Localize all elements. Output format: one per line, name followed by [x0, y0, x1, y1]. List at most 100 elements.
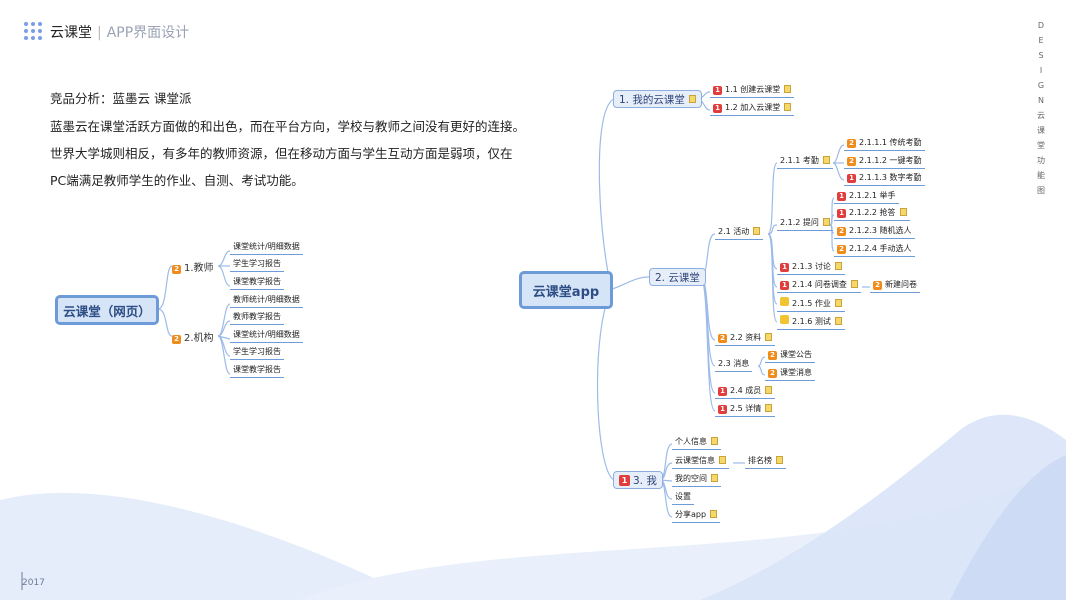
brand-separator: | — [97, 25, 102, 41]
app-my-node[interactable]: 1. 我的云课堂 — [613, 90, 702, 108]
priority-icon: 1 — [713, 104, 722, 113]
note-icon — [711, 437, 718, 445]
app-cloud-node[interactable]: 2. 云课堂 — [649, 268, 706, 286]
priority-icon: 1 — [718, 387, 727, 396]
leaf-label: 2.1 活动 — [718, 227, 750, 236]
leaf-label: 2.1.3 讨论 — [792, 262, 831, 271]
leaf-label: 2.1.2.1 举手 — [849, 191, 896, 200]
app-leaf[interactable]: 分享app — [672, 510, 721, 523]
priority-icon: 2 — [768, 351, 777, 360]
vertical-char: G — [1037, 81, 1045, 90]
priority-icon: 2 — [718, 334, 727, 343]
vertical-char: D — [1037, 21, 1045, 30]
app-me-label: 3. 我 — [633, 474, 657, 487]
web-leaf[interactable]: 课堂统计/明细数据 — [230, 242, 303, 255]
note-icon — [784, 85, 792, 93]
logo-icon — [24, 22, 42, 40]
note-icon — [850, 280, 858, 288]
vertical-label: D E S I G N 云 课 堂 功 能 图 — [1036, 18, 1046, 198]
web-leaf[interactable]: 学生学习报告 — [230, 259, 284, 272]
web-leaf[interactable]: 课堂教学报告 — [230, 365, 284, 378]
priority-icon: 2 — [873, 281, 882, 290]
app-leaf[interactable]: 2.1.5 作业 — [777, 297, 845, 312]
note-icon — [834, 299, 842, 307]
app-leaf[interactable]: 云课堂信息 — [672, 456, 729, 469]
app-leaf[interactable]: 我的空间 — [672, 474, 721, 487]
note-icon — [711, 474, 718, 482]
leaf-label: 分享app — [675, 510, 707, 519]
web-leaf[interactable]: 教师统计/明细数据 — [230, 295, 303, 308]
vertical-char: S — [1038, 51, 1044, 60]
leaf-label: 2.1.4 问卷调查 — [792, 280, 847, 289]
web-root-node[interactable]: 云课堂（网页） — [55, 295, 159, 325]
leaf-label: 2.1.1 考勤 — [780, 156, 819, 165]
web-leaf[interactable]: 学生学习报告 — [230, 347, 284, 360]
leaf-label: 2.1.1.1 传统考勤 — [859, 138, 922, 147]
priority-icon: 1 — [619, 474, 630, 486]
priority-icon: 2 — [172, 265, 181, 274]
note-icon — [822, 218, 830, 226]
app-my-label: 1. 我的云课堂 — [619, 93, 685, 106]
app-leaf[interactable]: 个人信息 — [672, 437, 721, 450]
app-leaf[interactable]: 2.1.6 测试 — [777, 315, 845, 330]
leaf-label: 课堂公告 — [780, 350, 812, 359]
leaf-label: 1.2 加入云课堂 — [725, 103, 781, 112]
web-leaf[interactable]: 课堂教学报告 — [230, 277, 284, 290]
app-message-node[interactable]: 2.3 消息 — [715, 359, 753, 372]
app-root-node[interactable]: 云课堂app — [519, 271, 613, 309]
note-icon — [753, 227, 761, 235]
vertical-char: 堂 — [1037, 141, 1045, 150]
note-icon — [899, 208, 907, 216]
leaf-label: 2.1.6 测试 — [792, 317, 831, 326]
note-icon — [822, 156, 830, 164]
intro-line-4: PC端满足教师学生的作业、自测、考试功能。 — [50, 173, 304, 188]
priority-icon: 1 — [837, 209, 846, 218]
vertical-char: N — [1038, 96, 1044, 105]
star-icon — [780, 297, 789, 306]
web-org-label: 2.机构 — [184, 333, 214, 344]
app-question-node[interactable]: 2.1.2 提问 — [777, 218, 833, 231]
app-leaf[interactable]: 设置 — [672, 492, 694, 505]
brand-title: 云课堂 — [50, 25, 92, 41]
note-icon — [719, 456, 726, 464]
footer-year: 2017 — [22, 578, 45, 588]
leaf-label: 2.2 资料 — [730, 333, 762, 342]
leaf-label: 2.1.5 作业 — [792, 299, 831, 308]
leaf-label: 2.1.1.2 一键考勤 — [859, 156, 922, 165]
priority-icon: 1 — [780, 281, 789, 290]
web-leaf[interactable]: 课堂统计/明细数据 — [230, 330, 303, 343]
leaf-label: 2.4 成员 — [730, 386, 762, 395]
leaf-label: 1.1 创建云课堂 — [725, 85, 781, 94]
leaf-label: 2.5 详情 — [730, 404, 762, 413]
web-leaf[interactable]: 教师教学报告 — [230, 312, 284, 325]
priority-icon: 2 — [768, 369, 777, 378]
leaf-label: 2.1.2.3 随机选人 — [849, 226, 912, 235]
app-activity-node[interactable]: 2.1 活动 — [715, 227, 764, 240]
vertical-char: E — [1038, 36, 1044, 45]
app-checkin-node[interactable]: 2.1.1 考勤 — [777, 156, 833, 169]
leaf-label: 设置 — [675, 492, 691, 501]
vertical-char: 功 — [1037, 156, 1045, 165]
priority-icon: 2 — [837, 227, 846, 236]
app-leaf[interactable]: 排名榜 — [745, 456, 786, 469]
